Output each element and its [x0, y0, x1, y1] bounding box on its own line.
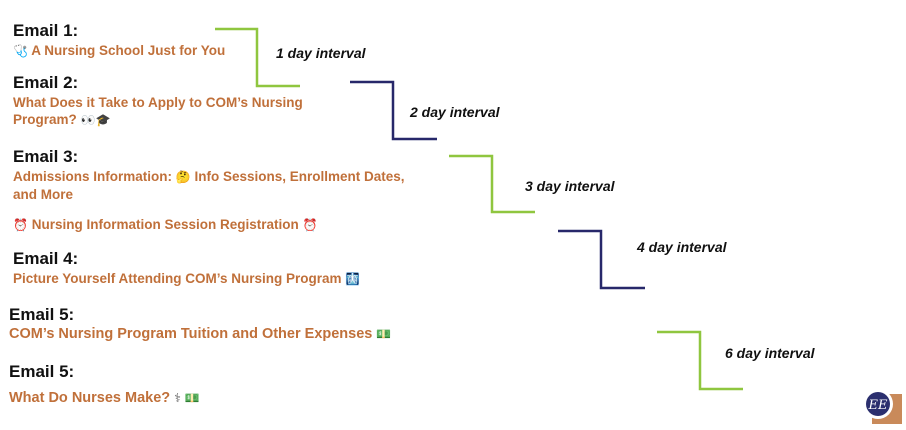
eyes-graduation-cap-icon: 👀🎓	[80, 113, 111, 127]
email-5a: Email 5: COM’s Nursing Program Tuition a…	[9, 305, 391, 343]
email-subject: What Do Nurses Make? ⚕ 💵	[9, 390, 199, 407]
step-line-4	[558, 229, 645, 290]
email-5b: Email 5: What Do Nurses Make? ⚕ 💵	[9, 362, 199, 407]
email-label: Email 3:	[13, 147, 79, 166]
email-subject-line-1: Admissions Information:	[13, 169, 173, 184]
email-subject-line-1b: Info Sessions, Enrollment Dates,	[194, 169, 405, 184]
alarm-clock-icon: ⏰	[13, 218, 28, 232]
email-label: Email 5:	[9, 362, 75, 381]
email-3-alt-subject: ⏰ Nursing Information Session Registrati…	[13, 215, 317, 234]
email-4: Email 4: Picture Yourself Attending COM’…	[13, 249, 360, 288]
svg-text:EE: EE	[868, 398, 888, 413]
email-label: Email 5:	[9, 305, 75, 324]
medical-money-icon: ⚕ 💵	[174, 391, 200, 405]
email-subject-line-1: What Does it Take to Apply to COM’s Nurs…	[13, 95, 303, 110]
email-subject: COM’s Nursing Program Tuition and Other …	[9, 326, 391, 343]
email-subject: ⏰ Nursing Information Session Registrati…	[13, 216, 317, 234]
alarm-clock-icon: ⏰	[302, 218, 318, 232]
email-subject: Admissions Information: 🤔 Info Sessions,…	[13, 168, 405, 203]
email-3: Email 3: Admissions Information: 🤔 Info …	[13, 147, 405, 203]
step-line-2	[350, 80, 437, 141]
x-ray-icon: 🩻	[345, 272, 361, 286]
interval-label-4: 4 day interval	[637, 239, 727, 255]
step-line-1	[215, 27, 300, 88]
email-subject-line-2: and More	[13, 187, 74, 202]
email-subject-text: Picture Yourself Attending COM’s Nursing…	[13, 271, 342, 286]
interval-label-3: 3 day interval	[525, 178, 615, 194]
interval-label-1: 1 day interval	[276, 45, 366, 61]
email-1: Email 1: 🩺 A Nursing School Just for You	[13, 21, 225, 60]
email-subject-text: A Nursing School Just for You	[31, 43, 226, 58]
ee-monogram-logo: EE	[863, 389, 902, 424]
email-subject: Picture Yourself Attending COM’s Nursing…	[13, 270, 360, 288]
interval-label-2: 2 day interval	[410, 104, 500, 120]
email-subject-line-2: Program?	[13, 112, 77, 127]
thinking-face-icon: 🤔	[175, 170, 191, 184]
email-subject-text: What Do Nurses Make?	[9, 390, 171, 406]
stethoscope-icon: 🩺	[13, 44, 28, 58]
email-subject: 🩺 A Nursing School Just for You	[13, 42, 225, 60]
email-label: Email 4:	[13, 249, 79, 268]
step-line-5	[657, 330, 743, 391]
email-label: Email 2:	[13, 73, 79, 92]
step-line-3	[449, 154, 535, 214]
email-subject: What Does it Take to Apply to COM’s Nurs…	[13, 94, 303, 129]
email-subject-text: Nursing Information Session Registration	[31, 217, 299, 232]
email-subject-text: COM’s Nursing Program Tuition and Other …	[9, 326, 373, 342]
interval-label-5: 6 day interval	[725, 345, 815, 361]
email-label: Email 1:	[13, 21, 79, 40]
email-2: Email 2: What Does it Take to Apply to C…	[13, 73, 303, 129]
money-icon: 💵	[376, 327, 392, 341]
